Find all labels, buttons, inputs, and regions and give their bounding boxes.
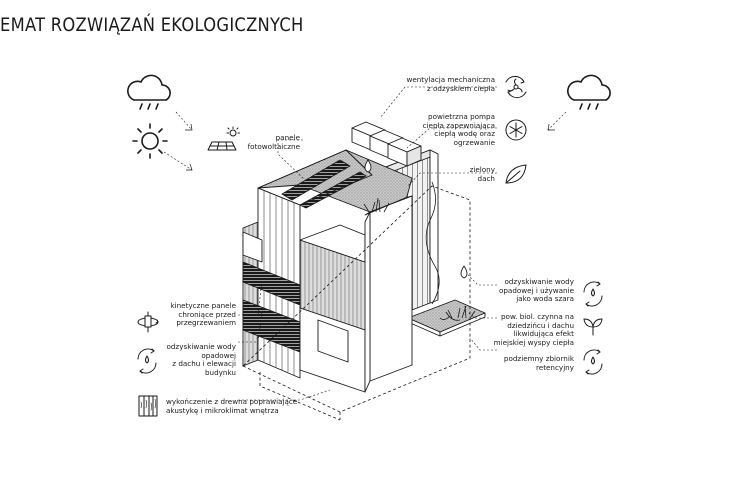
water-recycle-icon [583,281,603,307]
label-rainwater: odzyskiwanie wody opadowej z dachu i ele… [166,342,236,377]
label-pv: panele fotowoltaiczne [247,133,300,151]
ground-outline [242,185,471,421]
building [242,121,486,393]
rain-cloud-icon [127,74,171,110]
label-ventilation: wentylacja mechaniczna z odzyskiem ciepł… [406,75,495,93]
label-greywater: odzyskiwanie wody opadowej i używanie ja… [498,277,574,304]
rotating-panel-icon [137,311,159,333]
label-biosurface: pow. biol. czynna na dziedzińcu i dachu … [493,312,574,347]
leader-lines [163,86,567,401]
tank-recycle-icon [583,349,603,375]
label-wood: wykończenie z drewna poprawiające akusty… [166,397,298,415]
rainwater-recycle-icon [137,348,157,374]
diagram-title: EMAT ROZWIĄZAŃ EKOLOGICZNYCH [0,14,304,36]
fan-recuperation-icon [505,75,527,99]
rain-cloud-right-icon [567,74,611,110]
sprout-icon [583,318,603,336]
roof-water-drop [364,159,372,173]
rooftop-units [351,121,422,167]
wood-panel-icon [138,395,158,417]
snowflake-heatpump-icon [505,119,527,141]
plants [363,197,476,321]
sun-icon [132,123,168,159]
leaf-icon [505,164,527,184]
label-heatpump: powietrzna pompa ciepła zapewniająca cie… [422,112,495,147]
label-tank: podziemny zbiornik retencyjny [503,354,574,372]
label-greenroof: zielony dach [469,165,495,183]
label-kinetic: kinetyczne panele chroniące przed przegr… [170,301,236,328]
roof-pv [281,159,351,201]
solar-panel-icon [207,126,240,151]
white-tower [369,195,413,382]
